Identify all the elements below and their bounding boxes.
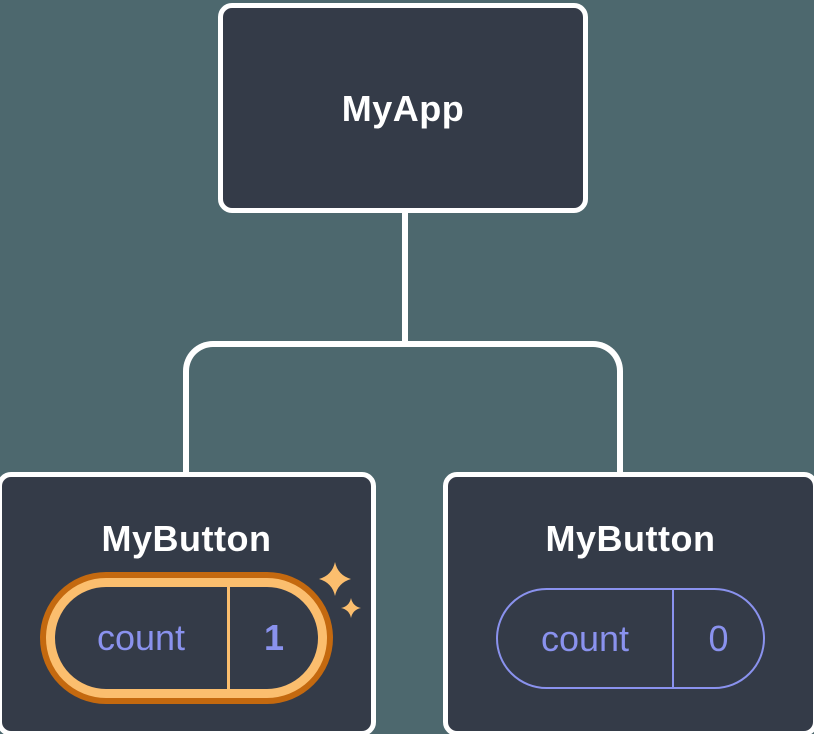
- node-mybutton-right: MyButton count 0: [443, 472, 814, 734]
- node-mybutton-left-label: MyButton: [101, 518, 272, 559]
- state-key-label: count: [96, 617, 186, 658]
- node-mybutton-left: MyButton count 1: [0, 472, 376, 734]
- sparkles-icon: [319, 562, 361, 618]
- state-value: 1: [263, 617, 285, 658]
- pill-divider: [672, 590, 674, 687]
- state-pill-body: count 1: [46, 578, 327, 698]
- connector-branch: [183, 341, 623, 473]
- state-pill-plain: count 0: [496, 588, 765, 689]
- node-mybutton-right-label: MyButton: [545, 518, 716, 559]
- state-key-label: count: [540, 617, 630, 659]
- state-pill-highlighted: count 1: [40, 572, 333, 704]
- state-value: 0: [708, 617, 729, 659]
- connector-stem: [402, 213, 408, 343]
- pill-divider: [227, 587, 230, 689]
- node-myapp-label: MyApp: [341, 87, 465, 129]
- node-myapp: MyApp: [218, 3, 588, 213]
